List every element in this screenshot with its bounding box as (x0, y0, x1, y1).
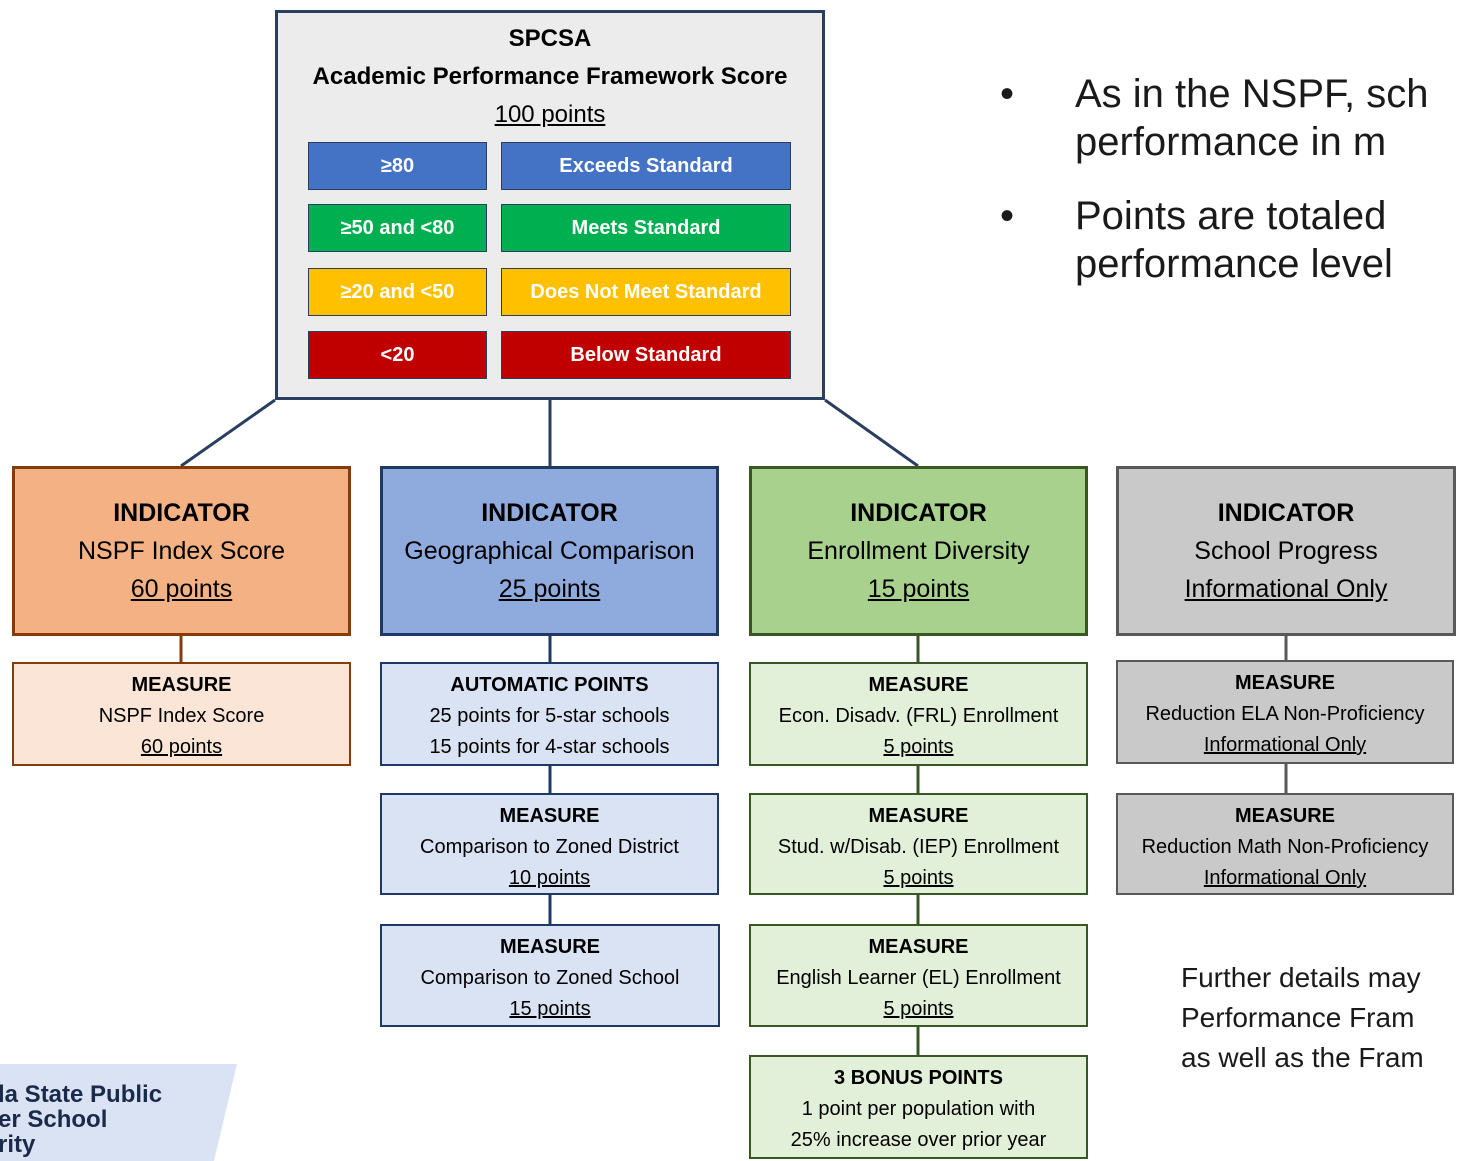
band-range-exceeds: ≥80 (308, 142, 487, 190)
measure-name: Econ. Disadv. (FRL) Enrollment (778, 705, 1059, 727)
measure-bonus-points: 3 BONUS POINTS 1 point per population wi… (749, 1055, 1088, 1159)
band-label-meets: Meets Standard (501, 204, 791, 252)
measure-heading: MEASURE (131, 674, 232, 696)
band-range-does-not-meet: ≥20 and <50 (308, 268, 487, 316)
indicator-points: 15 points (867, 575, 970, 603)
indicator-name: Enrollment Diversity (807, 537, 1030, 565)
measure-automatic-points: AUTOMATIC POINTS 25 points for 5-star sc… (380, 662, 719, 766)
measure-points: 15 points (509, 998, 591, 1020)
framework-org: SPCSA (508, 25, 592, 52)
measure-heading: 3 BONUS POINTS (834, 1067, 1003, 1089)
measure-heading: MEASURE (499, 805, 600, 827)
bullet-list: • As in the NSPF, sch performance in m •… (1000, 70, 1460, 314)
indicator-heading: INDICATOR (1217, 499, 1355, 527)
measure-line: 25% increase over prior year (790, 1129, 1047, 1151)
measure-points: Informational Only (1203, 867, 1367, 889)
indicator-heading: INDICATOR (113, 499, 250, 527)
measure-line: 15 points for 4-star schools (429, 736, 670, 758)
indicator-nspf-index: INDICATOR NSPF Index Score 60 points (12, 466, 351, 636)
bullet-line: Points are totaled (1075, 194, 1387, 238)
measure-name: Reduction Math Non-Proficiency (1141, 836, 1429, 858)
logo-line: la State Public (0, 1081, 163, 1108)
bullet-dot: • (1000, 194, 1015, 238)
measure-nspf-index: MEASURE NSPF Index Score 60 points (12, 662, 351, 766)
indicator-heading: INDICATOR (850, 499, 987, 527)
note-line: Further details may (1181, 962, 1421, 993)
measure-points: 10 points (508, 867, 591, 889)
measure-name: Comparison to Zoned District (420, 836, 679, 858)
band-range-below: <20 (308, 331, 487, 379)
indicator-points: 60 points (130, 575, 233, 603)
logo-shape (0, 1064, 237, 1161)
indicator-geographical-comparison: INDICATOR Geographical Comparison 25 poi… (380, 466, 719, 636)
measure-zoned-school: MEASURE Comparison to Zoned School 15 po… (380, 924, 720, 1027)
band-label-exceeds: Exceeds Standard (501, 142, 791, 190)
band-label-does-not-meet: Does Not Meet Standard (501, 268, 791, 316)
logo-line: er School (0, 1106, 108, 1133)
indicator-name: NSPF Index Score (77, 537, 286, 565)
measure-zoned-district: MEASURE Comparison to Zoned District 10 … (380, 793, 719, 895)
indicator-points: Informational Only (1184, 575, 1388, 603)
measure-points: 60 points (140, 736, 223, 758)
bullet-line: performance in m (1075, 120, 1387, 164)
framework-title: Academic Performance Framework Score (312, 63, 788, 90)
measure-heading: MEASURE (868, 805, 969, 827)
measure-name: English Learner (EL) Enrollment (776, 967, 1061, 989)
authority-logo: la State Public er School rity (0, 1060, 240, 1161)
indicator-enrollment-diversity: INDICATOR Enrollment Diversity 15 points (749, 466, 1088, 636)
measure-frl-enrollment: MEASURE Econ. Disadv. (FRL) Enrollment 5… (749, 662, 1088, 766)
measure-points: 5 points (883, 998, 954, 1020)
bullet-line: performance level (1075, 242, 1393, 286)
framework-points: 100 points (494, 101, 606, 128)
indicator-school-progress: INDICATOR School Progress Informational … (1116, 466, 1456, 636)
measure-heading: MEASURE (868, 674, 969, 696)
indicator-name: Geographical Comparison (404, 537, 695, 565)
measure-line: 25 points for 5-star schools (429, 705, 670, 727)
band-label-below: Below Standard (501, 331, 791, 379)
measure-heading: AUTOMATIC POINTS (450, 674, 649, 696)
bullet-item: • Points are totaled performance level (1000, 192, 1460, 288)
bullet-dot: • (1000, 72, 1015, 116)
indicator-name: School Progress (1194, 537, 1378, 565)
measure-heading: MEASURE (868, 936, 969, 958)
measure-math-reduction: MEASURE Reduction Math Non-Proficiency I… (1116, 793, 1454, 895)
note-line: Performance Fram (1181, 1002, 1415, 1033)
logo-line: rity (0, 1131, 36, 1158)
measure-points: 5 points (883, 736, 954, 758)
indicator-heading: INDICATOR (481, 499, 618, 527)
measure-name: Stud. w/Disab. (IEP) Enrollment (777, 836, 1060, 858)
measure-name: Comparison to Zoned School (420, 967, 680, 989)
indicator-points: 25 points (498, 575, 601, 603)
measure-points: Informational Only (1203, 734, 1367, 756)
measure-line: 1 point per population with (801, 1098, 1036, 1120)
bullet-item: • As in the NSPF, sch performance in m (1000, 70, 1460, 166)
measure-heading: MEASURE (1234, 805, 1335, 827)
measure-name: NSPF Index Score (98, 705, 265, 727)
measure-heading: MEASURE (1234, 672, 1335, 694)
measure-ela-reduction: MEASURE Reduction ELA Non-Proficiency In… (1116, 660, 1454, 764)
measure-name: Reduction ELA Non-Proficiency (1145, 703, 1425, 725)
measure-el-enrollment: MEASURE English Learner (EL) Enrollment … (749, 924, 1088, 1027)
measure-iep-enrollment: MEASURE Stud. w/Disab. (IEP) Enrollment … (749, 793, 1088, 895)
measure-points: 5 points (883, 867, 954, 889)
band-range-meets: ≥50 and <80 (308, 204, 487, 252)
note-line: as well as the Fram (1181, 1042, 1424, 1073)
bullet-line: As in the NSPF, sch (1075, 72, 1429, 116)
further-details-note: Further details may Performance Fram as … (1181, 958, 1460, 1078)
measure-heading: MEASURE (499, 936, 600, 958)
